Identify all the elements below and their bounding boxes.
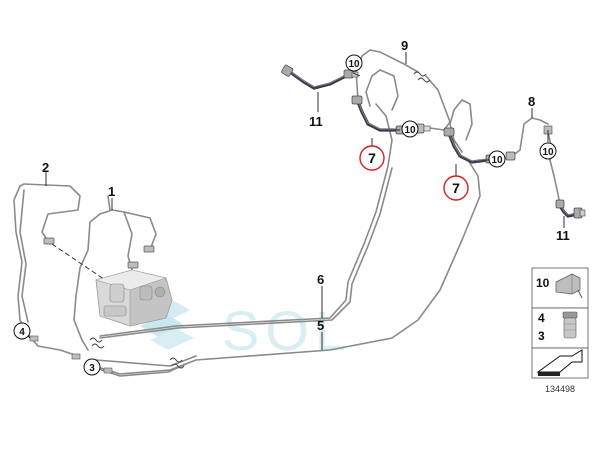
- legend-label-clip: 10: [536, 276, 550, 290]
- brake-line-9: [355, 49, 451, 131]
- callout-9: 9: [401, 38, 408, 53]
- svg-text:10: 10: [404, 125, 416, 136]
- brake-hose-11-right: [543, 125, 586, 219]
- direction-arrow-icon: [536, 349, 583, 376]
- fittings-left: [43, 237, 155, 269]
- reference-number: 134498: [545, 384, 575, 394]
- watermark-text: SOL: [222, 299, 352, 362]
- svg-text:10: 10: [542, 147, 554, 158]
- circled-callout-3: 3: [83, 358, 101, 376]
- circled-callout-10-upper: 10: [345, 54, 363, 72]
- circled-callout-4: 4: [13, 322, 31, 340]
- svg-text:7: 7: [452, 180, 460, 196]
- callout-11-right: 11: [556, 228, 570, 243]
- circled-callout-10-far-right: 10: [539, 142, 557, 160]
- legend-label-screw: 3: [538, 329, 545, 343]
- brake-hose-11-upper: [281, 64, 359, 90]
- svg-text:10: 10: [348, 59, 360, 70]
- svg-text:4: 4: [19, 327, 25, 338]
- watermark: SOL: [140, 299, 352, 362]
- legend-label-gasket: 4: [538, 311, 545, 325]
- hose-clip-icon: [555, 273, 583, 299]
- break-mark-9: [413, 71, 431, 83]
- callout-1: 1: [108, 184, 115, 199]
- union-screw-icon: [562, 311, 578, 339]
- brake-line-5: [87, 159, 481, 375]
- highlighted-callout-7-right: 7: [443, 175, 469, 201]
- highlighted-callout-7-left: 7: [359, 145, 385, 171]
- brake-line-6: [99, 103, 393, 339]
- callout-2: 2: [42, 160, 49, 175]
- svg-text:3: 3: [89, 363, 95, 374]
- circled-callout-10-right: 10: [488, 150, 506, 168]
- callout-5: 5: [317, 318, 324, 333]
- callout-11-upper: 11: [309, 114, 323, 129]
- svg-text:7: 7: [368, 150, 376, 166]
- circled-callout-10-mid: 10: [401, 120, 419, 138]
- brake-line-2: [13, 183, 81, 357]
- svg-text:10: 10: [491, 155, 503, 166]
- break-marks: [89, 337, 185, 369]
- parts-legend: 10 4 3: [531, 267, 589, 379]
- abs-hydraulic-unit: [94, 269, 173, 327]
- callout-8: 8: [528, 94, 535, 109]
- callout-6: 6: [317, 272, 324, 287]
- fittings-bottom-left: [29, 335, 113, 374]
